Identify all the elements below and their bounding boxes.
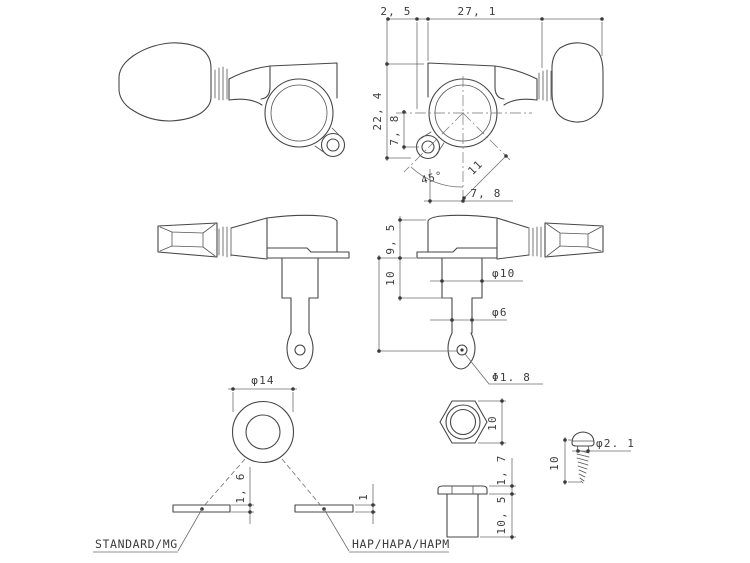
hex-nut-outline [439,400,488,444]
dim-post-dia: φ10 [492,267,515,280]
washer-outer-circle [231,400,295,464]
dim-hole-drop: 7, 8 [388,114,401,145]
dimension-endpoints [563,438,590,484]
button-bushing-rings [528,226,542,258]
button-outline [157,222,218,258]
bushing-head [437,485,488,495]
hex-nut-outer-circle [445,404,481,440]
mount-screw-hole [421,140,435,154]
dim-diagonal: 11 [465,157,485,177]
button-facets [546,223,602,257]
button-facets [159,223,216,257]
string-hole-center [460,348,464,352]
dim-knob-offset: 2, 5 [380,5,411,18]
front-view-left-tuner [118,42,346,158]
front-view-right-tuner: 2, 5 27, 1 22, 4 7, 8 45° 11 7, 8 [371,5,604,204]
side-view-left-tuner [157,214,350,370]
gear-housing-inner-circle [270,84,328,142]
button-bushing-rings [218,226,232,258]
center-lines [396,76,532,204]
dimension-lines [386,18,603,204]
mount-tab-connectors [314,127,342,154]
string-post [441,257,483,334]
string-post [281,257,319,334]
dimension-endpoints [500,399,514,539]
base-flange [416,247,498,259]
washer-side-standard [172,504,231,513]
dim-height: 22, 4 [371,91,384,130]
string-hole [456,344,468,356]
tuner-knob [118,42,212,122]
housing-top-outline [228,62,338,106]
leader-dashed-lines [202,458,323,508]
dim-housing-height: 9, 5 [384,223,397,254]
post-tip [286,332,314,370]
knob-bushing-rings [538,69,552,102]
neck-outline [230,217,268,260]
dim-hole-offset: 7, 8 [470,187,501,200]
side-view-right-tuner: 9, 5 10 φ10 φ6 Φ1. 8 [377,214,604,385]
label-hap-hapa-hapm: HAP/HAPA/HAPM [352,537,450,551]
label-standard-mg: STANDARD/MG [95,537,178,551]
washer-side-hap [294,504,354,513]
mount-tab-rim [320,132,346,158]
screw-threads [576,445,590,484]
button-outline [544,222,604,258]
dim-head-height: 1, 7 [495,454,508,485]
dim-overall-length: 27, 1 [457,5,496,18]
hex-nut-bore-circle [449,408,477,436]
dimension-lines [478,398,516,540]
dim-nut-width: 10 [486,415,499,431]
mount-tab-connectors [419,131,445,156]
neck-outline [496,217,530,260]
tuner-knob [551,42,604,123]
dim-thickness-standard: 1, 6 [234,472,247,503]
dim-shaft-dia: φ6 [492,306,508,319]
dim-screw-length: 10 [548,455,561,471]
washer-group: φ14 1, 6 1 STANDARD/MG HAP/HAPA/HAPM [93,374,450,553]
dimension-lines [378,216,543,385]
post-tip [447,332,476,370]
bushing-thread-body [446,493,479,538]
housing-block [427,214,498,253]
leader-solid-lines [93,508,449,553]
dim-screw-dia: φ2. 1 [596,437,635,450]
dim-angle: 45° [420,169,445,186]
bushing-group: 10 1, 7 10, 5 [437,398,516,540]
gear-housing-outer-circle [264,78,334,148]
housing-block [266,214,338,253]
dim-post-upper: 10 [384,270,397,286]
dim-washer-outer-dia: φ14 [251,374,274,387]
dimension-endpoints [377,218,484,353]
dimension-endpoints [385,17,604,203]
dim-string-hole-dia: Φ1. 8 [492,371,531,384]
housing-top-outline [427,62,538,106]
dim-thickness-hap: 1 [357,493,370,501]
dimension-lines [564,437,631,485]
knob-bushing-rings [214,66,228,101]
bushing-head-facets [451,485,474,495]
dim-thread-length: 10, 5 [495,495,508,534]
screw-group: 10 φ2. 1 [548,431,635,485]
screw-head [571,431,595,447]
string-hole [294,344,306,356]
base-flange [266,247,350,259]
washer-inner-circle [245,414,281,450]
mount-screw-hole [326,138,340,152]
